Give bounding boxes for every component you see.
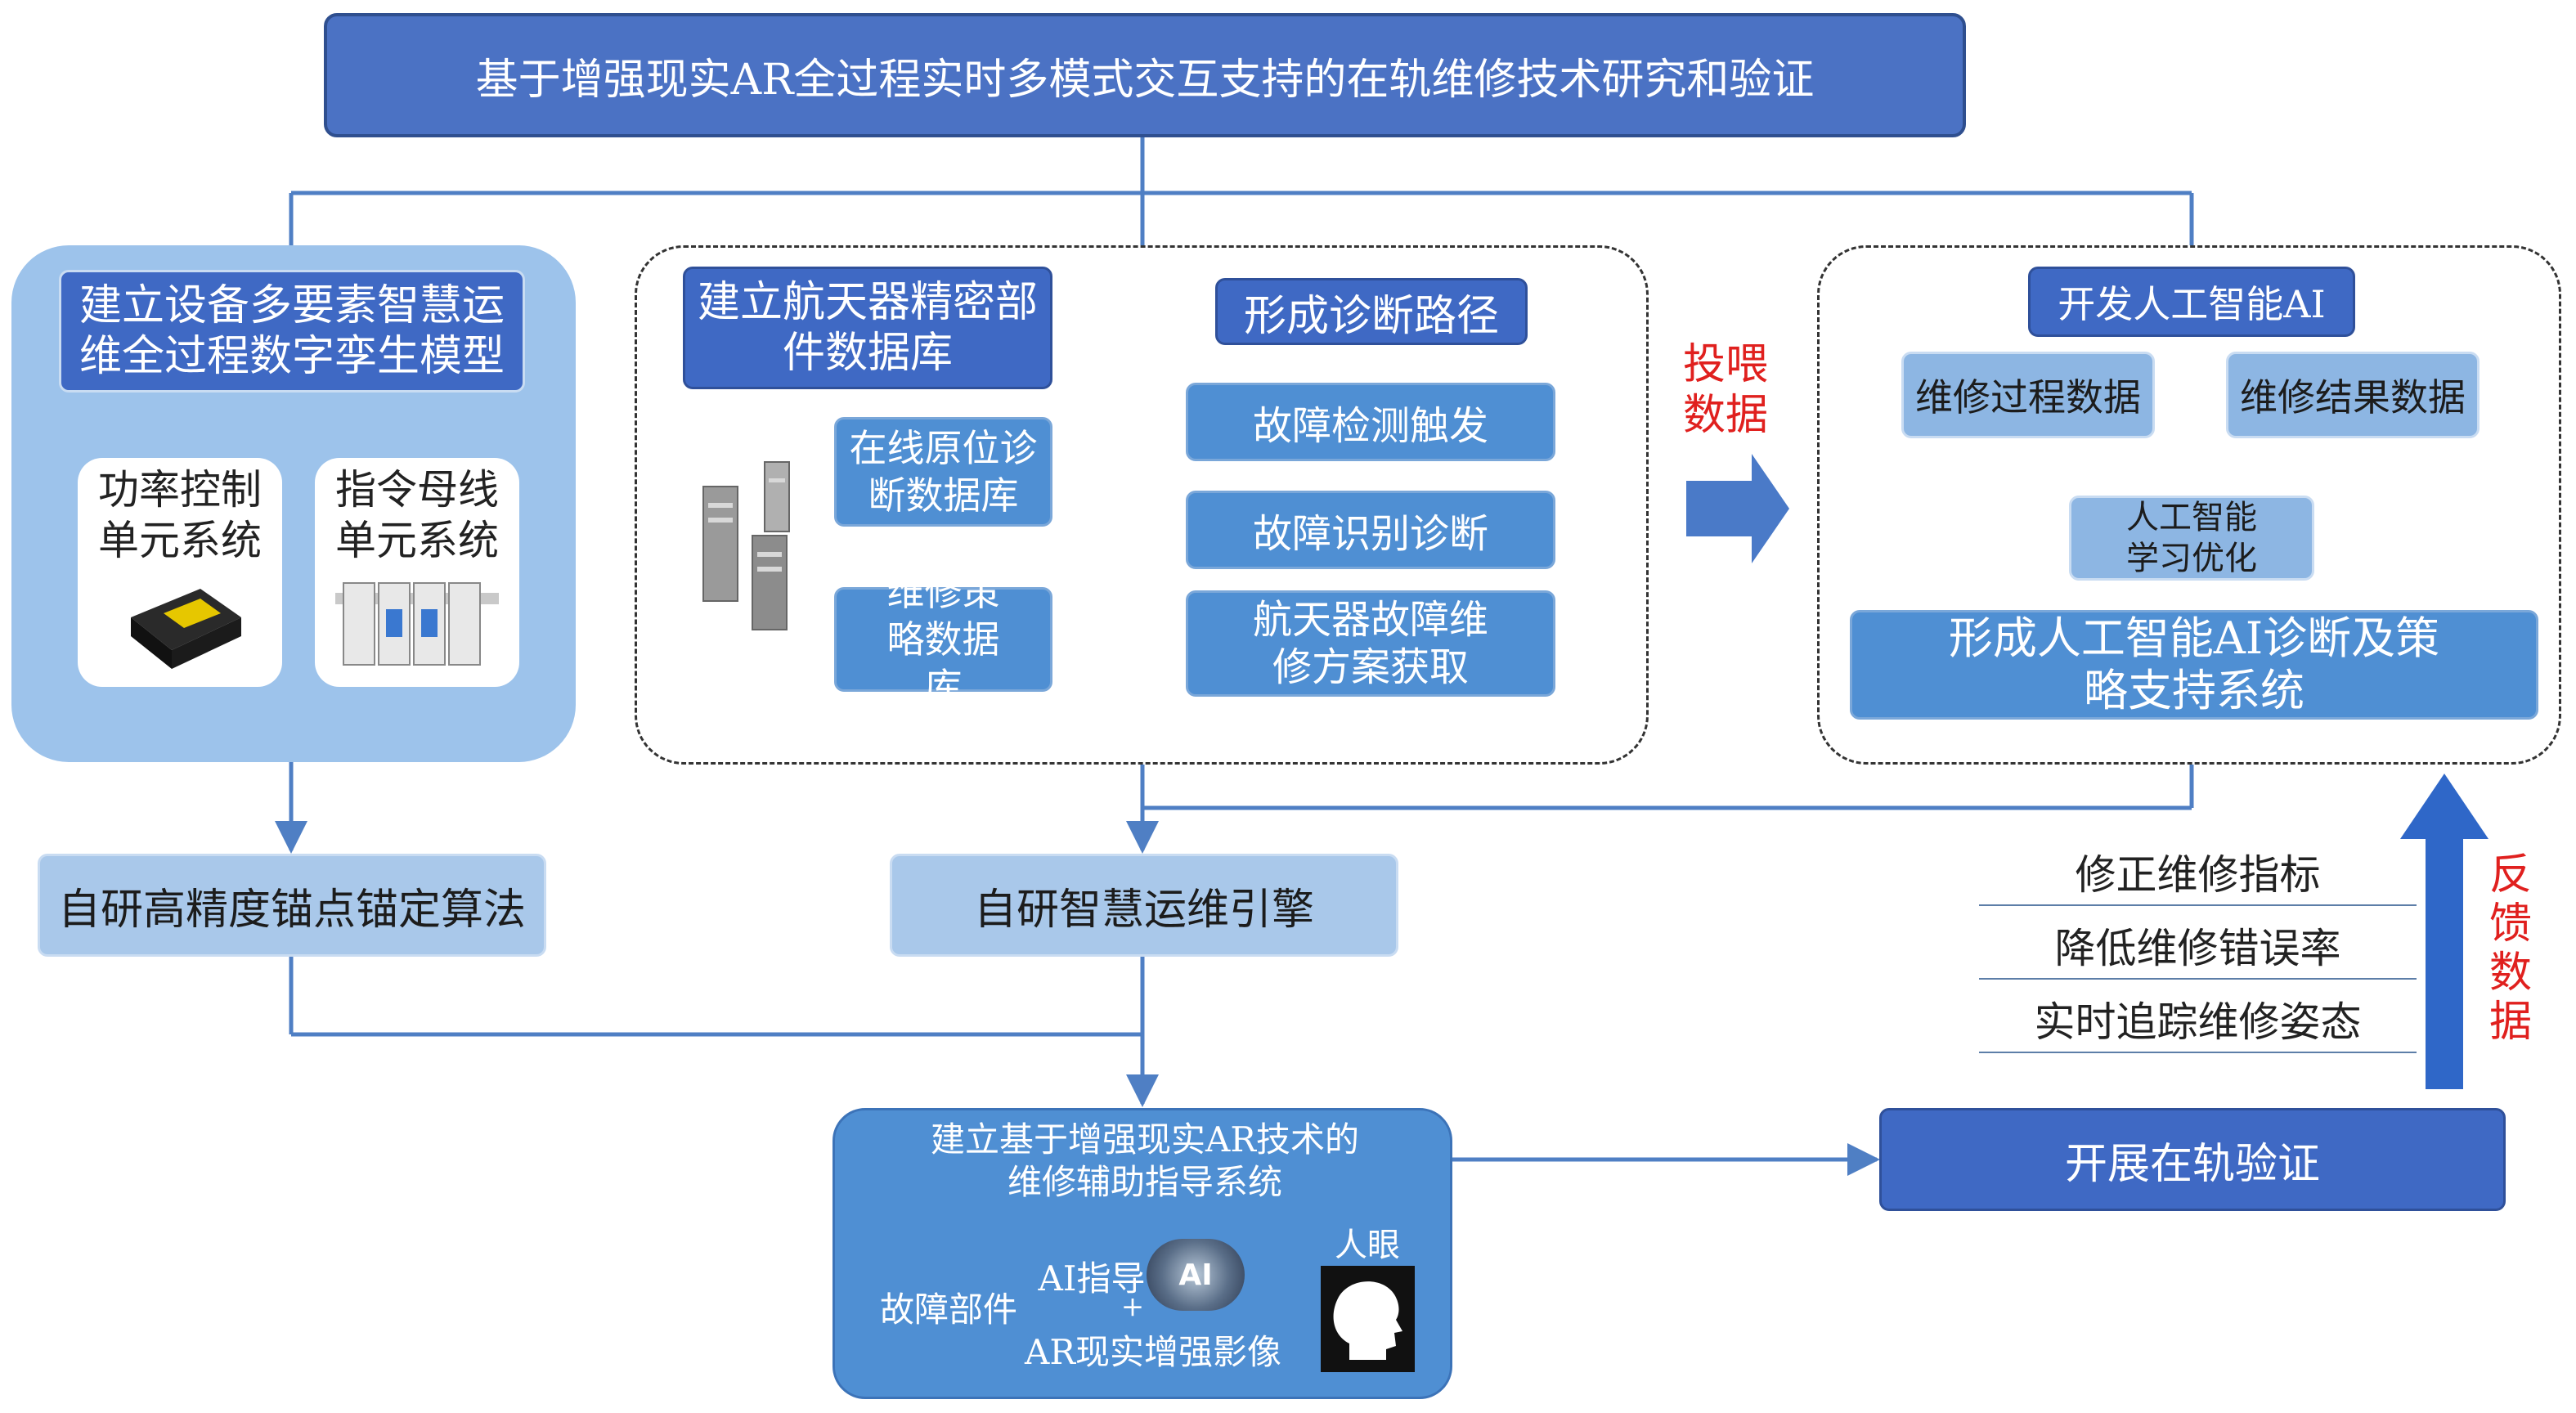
command-bus-card: 指令母线单元系统 bbox=[315, 458, 519, 687]
digital-twin-header: 建立设备多要素智慧运维全过程数字孪生模型 bbox=[59, 270, 525, 392]
feedback-data-label: 反馈数据 bbox=[2488, 850, 2532, 1047]
power-unit-icon bbox=[131, 589, 241, 669]
ai-develop-header: 开发人工智能AI bbox=[2028, 267, 2355, 337]
human-head-icon bbox=[1321, 1266, 1415, 1372]
repair-plan-acquire: 航天器故障维修方案获取 bbox=[1186, 590, 1555, 697]
repair-result-data: 维修结果数据 bbox=[2226, 352, 2480, 438]
anchor-algorithm-box: 自研高精度锚点锚定算法 bbox=[38, 854, 546, 957]
feed-arrow bbox=[1686, 454, 1789, 563]
feedback-arrow bbox=[2400, 774, 2488, 1089]
plus-sign: + bbox=[1120, 1290, 1145, 1323]
feedback-item-1: 修正维修指标 bbox=[1979, 839, 2417, 906]
human-eye-label: 人眼 bbox=[1335, 1227, 1400, 1264]
power-control-label: 功率控制单元系统 bbox=[98, 466, 262, 564]
ar-image-label: AR现实增强影像 bbox=[1025, 1332, 1281, 1372]
server-icon bbox=[702, 461, 790, 630]
online-diagnosis-db: 在线原位诊断数据库 bbox=[834, 417, 1052, 527]
on-orbit-verify-box: 开展在轨验证 bbox=[1879, 1108, 2506, 1211]
ai-learning-box: 人工智能学习优化 bbox=[2069, 496, 2314, 581]
ai-brain-icon: AI bbox=[1147, 1239, 1245, 1311]
precision-db-header: 建立航天器精密部件数据库 bbox=[683, 267, 1052, 389]
fault-identify-diagnose: 故障识别诊断 bbox=[1186, 491, 1555, 569]
ai-diagnosis-system-box: 形成人工智能AI诊断及策略支持系统 bbox=[1850, 610, 2538, 720]
ai-guide-label: AI指导 bbox=[1038, 1258, 1146, 1299]
power-control-card: 功率控制单元系统 bbox=[78, 458, 282, 687]
feedback-item-2: 降低维修错误率 bbox=[1979, 913, 2417, 980]
feed-data-label: 投喂数据 bbox=[1682, 340, 1768, 440]
repair-strategy-db: 维修策略数据库 bbox=[834, 570, 1052, 709]
feedback-item-3: 实时追踪维修姿态 bbox=[1979, 986, 2417, 1053]
command-bus-label: 指令母线单元系统 bbox=[335, 466, 499, 564]
repair-process-data: 维修过程数据 bbox=[1901, 352, 2155, 438]
fault-detect-trigger: 故障检测触发 bbox=[1186, 383, 1555, 461]
ar-system-title: 建立基于增强现实AR技术的维修辅助指导系统 bbox=[931, 1119, 1359, 1202]
fault-part-label: 故障部件 bbox=[879, 1290, 1017, 1330]
smart-ops-engine-box: 自研智慧运维引擎 bbox=[890, 854, 1398, 957]
diagnosis-path-header: 形成诊断路径 bbox=[1215, 278, 1528, 345]
breaker-unit-icon bbox=[335, 582, 499, 666]
main-title: 基于增强现实AR全过程实时多模式交互支持的在轨维修技术研究和验证 bbox=[324, 13, 1966, 137]
